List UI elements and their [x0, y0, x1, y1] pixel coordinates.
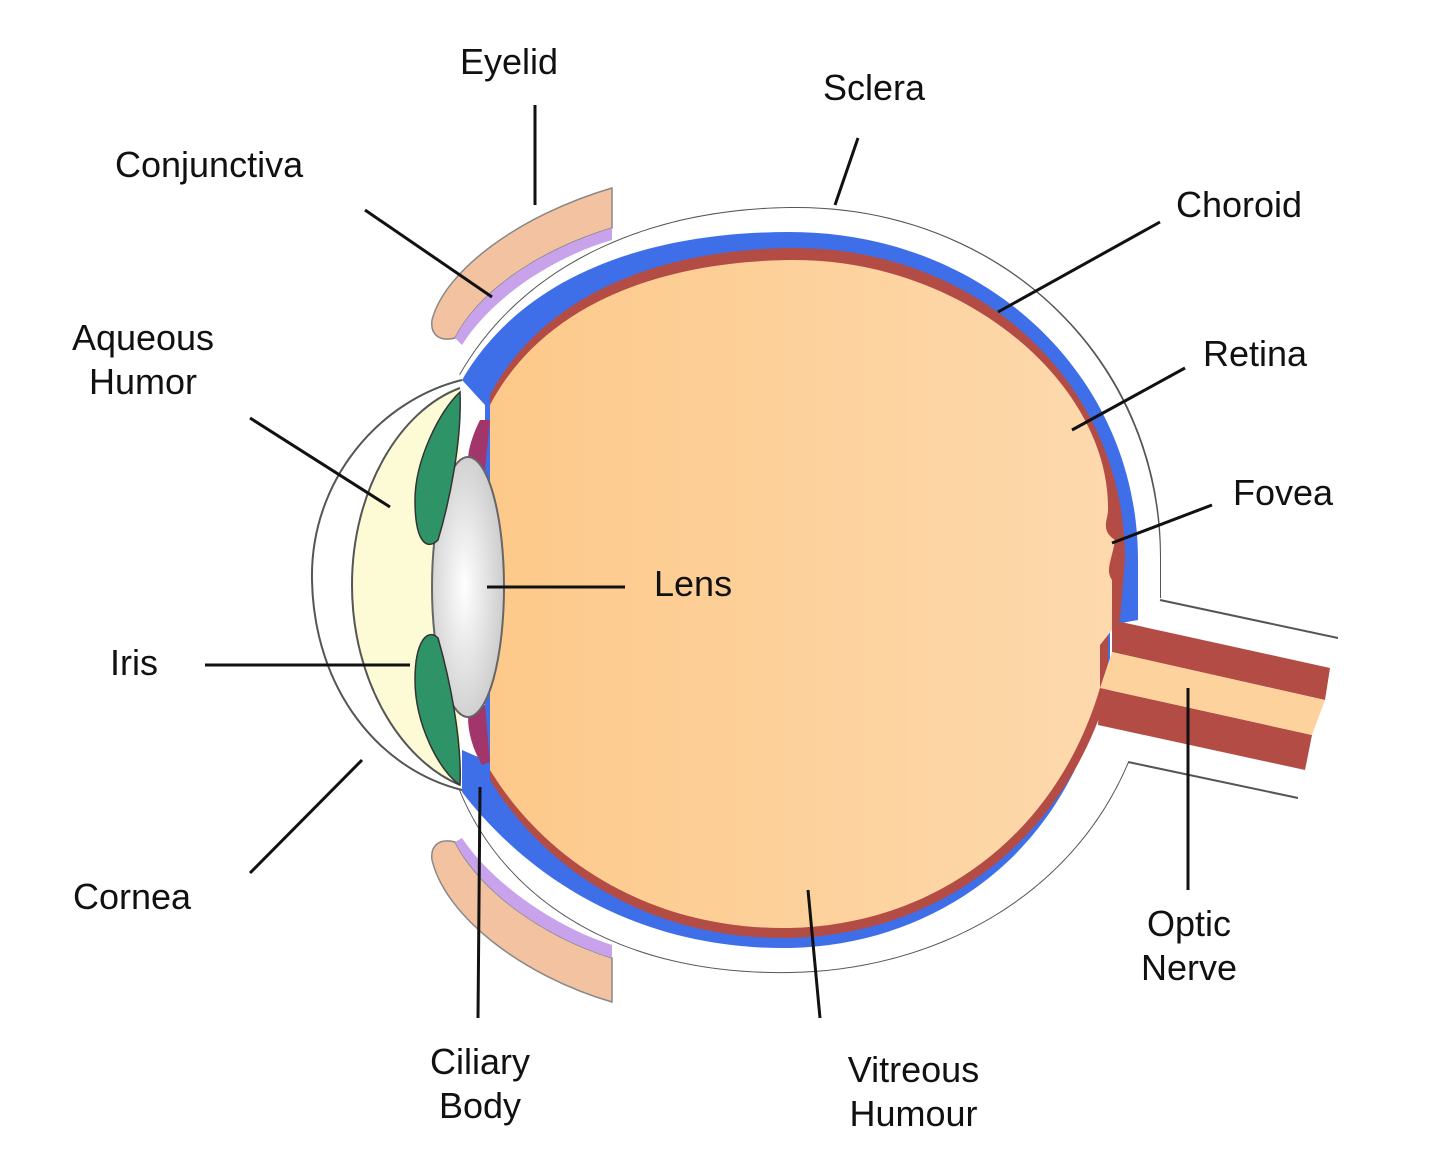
- label-aqueous-humor-line-2: Humor: [88, 361, 198, 402]
- label-lens: Lens: [654, 563, 733, 604]
- label-optic-nerve-line-2: Nerve: [1140, 947, 1238, 988]
- conjunctiva-top: [455, 228, 612, 345]
- label-cornea: Cornea: [73, 876, 192, 917]
- choroid-leader: [997, 220, 1161, 314]
- ciliary-body-bottom: [468, 705, 490, 765]
- vitreous-body: [490, 259, 1115, 929]
- label-fovea: Fovea: [1233, 472, 1334, 513]
- label-vitreous-humour-line-2: Humour: [849, 1093, 978, 1134]
- conjunctiva-leader: [364, 208, 493, 299]
- label-aqueous-humor-line-1: Aqueous: [71, 317, 215, 358]
- label-optic-nerve: Optic Nerve: [1130, 902, 1248, 990]
- optic-nerve-band-top: [1112, 620, 1330, 700]
- cornea-leader: [248, 758, 364, 875]
- vitreous-humour-leader: [806, 889, 822, 1019]
- optic-nerve-core: [1100, 652, 1325, 735]
- label-ciliary-body-line-2: Body: [438, 1085, 522, 1126]
- conjunctiva-bottom: [455, 838, 612, 958]
- label-retina: Retina: [1203, 333, 1308, 374]
- label-vitreous-humour-line-1: Vitreous: [847, 1049, 980, 1090]
- aqueous-humor-leader: [249, 416, 391, 509]
- label-ciliary-body-line-1: Ciliary: [429, 1041, 530, 1082]
- label-vitreous-humour: Vitreous Humour: [836, 1048, 991, 1136]
- iris-bottom: [414, 633, 461, 787]
- label-sclera: Sclera: [823, 67, 926, 108]
- label-eyelid: Eyelid: [460, 41, 559, 82]
- sclera-leader: [833, 137, 860, 206]
- ciliary-body-leader: [476, 786, 482, 1019]
- fovea-leader: [1111, 503, 1213, 545]
- retina-leader: [1071, 366, 1186, 432]
- label-choroid: Choroid: [1176, 184, 1303, 225]
- iris-top: [414, 390, 461, 545]
- optic-nerve-band-bottom: [1098, 688, 1312, 770]
- label-optic-nerve-line-1: Optic: [1146, 903, 1232, 944]
- cornea-arc: [310, 379, 463, 791]
- label-aqueous-humor: Aqueous Humor: [65, 316, 221, 404]
- label-conjunctiva: Conjunctiva: [115, 144, 304, 185]
- label-iris: Iris: [110, 642, 158, 683]
- label-ciliary-body: Ciliary Body: [420, 1040, 540, 1128]
